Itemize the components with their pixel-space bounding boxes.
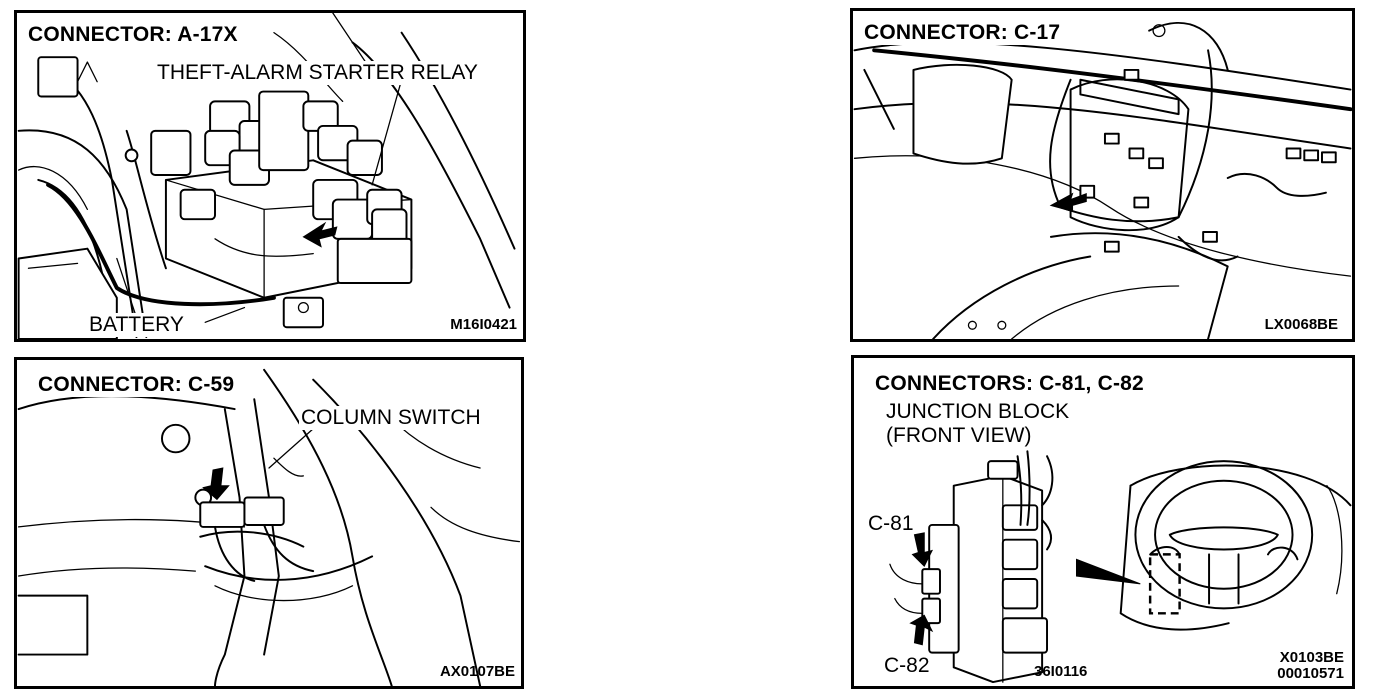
- panel-title: CONNECTOR: C-17: [861, 21, 1064, 45]
- pointer-arrow: [302, 221, 338, 248]
- c82-arrow: [909, 614, 934, 646]
- pointer-arrow: [202, 467, 230, 501]
- junction-block-illustration: [889, 450, 1352, 684]
- column-switch-label: COLUMN SWITCH: [299, 406, 483, 430]
- engine-bay-illustration: [17, 13, 516, 339]
- pointer-arrow: [1049, 192, 1087, 212]
- battery-label: BATTERY: [87, 313, 186, 337]
- panel-connector-a17x: CONNECTOR: A-17X THEFT-ALARM STARTER REL…: [14, 10, 526, 342]
- figure-code: LX0068BE: [1264, 316, 1338, 333]
- figure-code: AX0107BE: [439, 663, 515, 680]
- figure-code: X0103BE 00010571: [1277, 650, 1344, 682]
- inner-figure-code: 36I0116: [1034, 663, 1088, 680]
- panel-connector-c17: CONNECTOR: C-17 LX0068BE: [850, 8, 1355, 342]
- panel-connectors-c81-c82: CONNECTORS: C-81, C-82 JUNCTION BLOCK (F…: [851, 355, 1355, 689]
- panel-title: CONNECTORS: C-81, C-82: [872, 372, 1147, 396]
- junction-block-label: JUNCTION BLOCK: [884, 400, 1072, 424]
- c81-label: C-81: [868, 512, 914, 535]
- front-view-label: (FRONT VIEW): [886, 424, 1032, 447]
- relay-label: THEFT-ALARM STARTER RELAY: [155, 61, 480, 85]
- c81-arrow: [911, 532, 934, 568]
- c82-label: C-82: [884, 654, 930, 677]
- panel-title: CONNECTOR: A-17X: [25, 23, 241, 47]
- figure-code-line1: X0103BE: [1279, 649, 1344, 666]
- dashboard-harness-illustration: [853, 21, 1352, 339]
- figure-code-line2: 00010571: [1277, 665, 1344, 682]
- panel-connector-c59: CONNECTOR: C-59 COLUMN SWITCH AX0107BE: [14, 357, 524, 689]
- panel-title: CONNECTOR: C-59: [35, 373, 238, 397]
- figure-code: M16I0421: [450, 316, 517, 333]
- location-pointer: [1075, 558, 1141, 585]
